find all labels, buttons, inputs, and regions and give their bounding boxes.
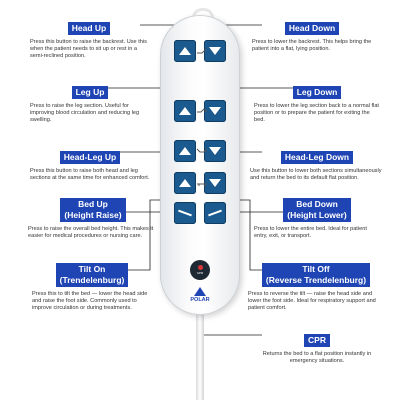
leg-down-button[interactable] xyxy=(204,100,226,122)
remote-cord xyxy=(196,315,204,400)
callout-leg-up: Leg Up Press to raise the leg section. U… xyxy=(30,82,150,124)
callout-tilt-off: Tilt Off(Reverse Trendelenburg) Press to… xyxy=(248,263,384,312)
leg-up-button[interactable] xyxy=(174,100,196,122)
brand-logo: POLAR xyxy=(180,287,220,303)
bed-down-title: Bed Down(Height Lower) xyxy=(283,198,351,222)
bed-up-title: Bed Up(Height Raise) xyxy=(60,198,126,222)
callout-tilt-on: Tilt On(Trendelenburg) Press this to til… xyxy=(32,263,152,312)
tilt-on-title-line1: Tilt On xyxy=(78,264,106,274)
tilt-icon xyxy=(178,209,192,217)
head-leg-up-title: Head-Leg Up xyxy=(59,151,121,164)
cpr-button-label: CPR xyxy=(196,271,204,275)
callout-bed-up: Bed Up(Height Raise) Press to raise the … xyxy=(28,198,158,240)
cpr-button[interactable]: CPR xyxy=(190,260,210,280)
tilt-off-button[interactable] xyxy=(204,202,226,224)
down-arrow-icon xyxy=(209,107,221,115)
callout-head-leg-up: Head-Leg Up Press this button to raise b… xyxy=(30,147,150,182)
down-arrow-icon xyxy=(209,147,221,155)
down-arrow-icon xyxy=(209,179,221,187)
backrest-icon xyxy=(197,48,207,54)
leg-down-desc: Press to lower the leg section back to a… xyxy=(254,103,379,123)
bed-down-desc: Press to lower the entire bed. Ideal for… xyxy=(254,226,367,239)
head-down-desc: Press to lower the backrest. This helps … xyxy=(252,39,372,52)
cpr-desc: Returns the bed to a flat position insta… xyxy=(262,351,372,364)
leg-section-icon xyxy=(197,108,208,113)
callout-head-up: Head Up Press this button to raise the b… xyxy=(30,18,148,60)
both-sections-icon xyxy=(196,148,208,153)
tilt-off-title-line2: (Reverse Trendelenburg) xyxy=(265,275,367,285)
bed-down-title-line2: (Height Lower) xyxy=(287,210,347,220)
callout-bed-down: Bed Down(Height Lower) Press to lower th… xyxy=(254,198,380,240)
head-up-title: Head Up xyxy=(67,22,111,35)
bed-height-icon xyxy=(197,183,207,186)
tilt-icon xyxy=(208,209,222,217)
head-leg-up-desc: Press this button to raise both head and… xyxy=(30,168,150,181)
bed-down-title-line1: Bed Down xyxy=(296,199,338,209)
up-arrow-icon xyxy=(179,147,191,155)
up-arrow-icon xyxy=(179,179,191,187)
up-arrow-icon xyxy=(179,47,191,55)
head-down-button[interactable] xyxy=(204,40,226,62)
head-down-title: Head Down xyxy=(284,22,340,35)
bed-down-button[interactable] xyxy=(204,172,226,194)
head-leg-down-desc: Use this button to lower both sections s… xyxy=(250,168,382,181)
tilt-on-desc: Press this to tilt the bed — lower the h… xyxy=(32,291,148,311)
up-arrow-icon xyxy=(179,107,191,115)
bed-up-button[interactable] xyxy=(174,172,196,194)
tilt-off-title: Tilt Off(Reverse Trendelenburg) xyxy=(261,263,371,287)
head-up-button[interactable] xyxy=(174,40,196,62)
tilt-off-desc: Press to reverse the tilt — raise the he… xyxy=(248,291,376,311)
tilt-on-button[interactable] xyxy=(174,202,196,224)
tilt-on-title: Tilt On(Trendelenburg) xyxy=(55,263,129,287)
brand-name: POLAR xyxy=(190,297,210,303)
bed-up-title-line2: (Height Raise) xyxy=(64,210,122,220)
cpr-title: CPR xyxy=(304,334,330,347)
callout-cpr: CPR Returns the bed to a flat position i… xyxy=(250,330,384,365)
bed-up-title-line1: Bed Up xyxy=(78,199,108,209)
leg-up-title: Leg Up xyxy=(71,86,109,99)
callout-head-leg-down: Head-Leg Down Use this button to lower b… xyxy=(250,147,384,182)
down-arrow-icon xyxy=(209,47,221,55)
cpr-indicator-icon xyxy=(197,265,203,270)
bed-up-desc: Press to raise the overall bed height. T… xyxy=(28,226,154,239)
head-leg-down-title: Head-Leg Down xyxy=(280,151,354,164)
head-leg-down-button[interactable] xyxy=(204,140,226,162)
polar-logo-icon xyxy=(194,287,206,296)
callout-leg-down: Leg Down Press to lower the leg section … xyxy=(254,82,380,124)
head-leg-up-button[interactable] xyxy=(174,140,196,162)
head-up-desc: Press this button to raise the backrest.… xyxy=(30,39,147,59)
tilt-on-title-line2: (Trendelenburg) xyxy=(59,275,125,285)
tilt-off-title-line1: Tilt Off xyxy=(302,264,330,274)
leg-up-desc: Press to raise the leg section. Useful f… xyxy=(30,103,140,123)
leg-down-title: Leg Down xyxy=(292,86,342,99)
callout-head-down: Head Down Press to lower the backrest. T… xyxy=(252,18,372,53)
